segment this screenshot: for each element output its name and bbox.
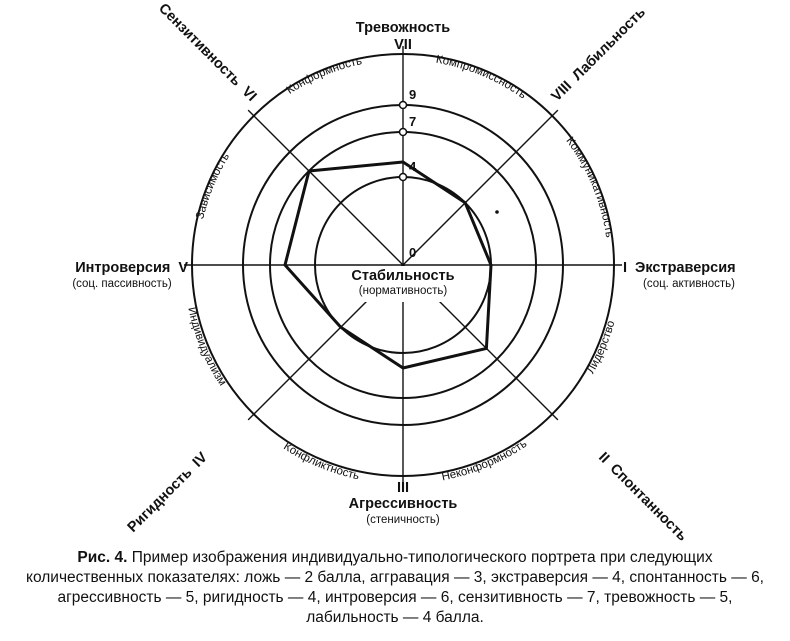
personality-circle-diagram: 0 4 7 9 Стабильность (нормативность) I Экстр… [72,0,736,545]
caption-text: Пример изображения индивидуально-типолог… [26,549,764,626]
axis-vi-roman: VI [238,84,259,105]
center-label-bg [343,266,463,302]
between-label-3: Конфликтность [281,441,360,483]
axis-i-roman: I [623,260,627,276]
axis-v-sub: (соц. пассивность) [72,278,171,290]
axis-label-iv: РигидностьIV [125,449,211,535]
scale-label-7: 7 [409,114,416,129]
scale-dot-7 [398,127,408,137]
profile-polygon [283,160,493,370]
axis-ii-name: Спонтанность [607,461,691,545]
stray-dot [495,210,499,214]
between-label-4: Индивидуализм [185,306,228,388]
axis-label-i: I Экстраверсия [623,260,736,276]
figure-caption: Рис. 4. Пример изображения индивидуально… [20,548,770,628]
axis-i-name: Экстраверсия [635,260,736,276]
caption-label: Рис. 4. [77,549,128,566]
center-title: Стабильность [351,268,454,284]
axis-i-sub: (соц. активность) [643,278,735,290]
scale-label-0: 0 [409,245,416,260]
between-label-5: Зависимость [194,151,232,220]
axis-vi-name: Сензитивность [155,0,244,89]
axis-v-roman: V [178,260,188,276]
between-label-1: Лидерство [585,319,617,375]
scale-marks: 0 4 7 9 [398,87,417,260]
axis-label-v: Интроверсия V [75,260,188,276]
axis-lines [184,46,622,484]
scale-label-4: 4 [409,159,417,174]
between-label-8: Коммуникативность [563,135,615,238]
axis-label-vi: СензитивностьVI [155,0,259,104]
scale-dot-9 [398,100,408,110]
axis-label-ii: IIСпонтанность [595,450,690,545]
axis-ii-roman: II [595,450,612,467]
axis-vii-name: Тревожность [356,20,450,36]
axis-viii-roman: VIII [549,78,576,105]
axis-line-vi [247,109,404,266]
axis-iv-roman: IV [190,449,211,470]
scale-dot-4 [398,172,408,182]
between-label-7: Компромиссность [435,54,528,102]
between-label-6: Конформность [285,55,363,97]
axis-iii-sub: (стеничность) [366,514,440,526]
scale-label-9: 9 [409,87,416,102]
axis-line-viii [402,109,559,266]
axis-v-name: Интроверсия [75,260,170,276]
axis-iii-name: Агрессивность [349,496,458,512]
axis-iv-name: Ригидность [125,465,196,536]
axis-vii-roman: VII [394,37,412,53]
axis-iii-roman: III [397,480,409,496]
axis-viii-name: Лабильность [570,4,649,83]
center-subtitle: (нормативность) [359,285,448,297]
axis-label-viii: VIIIЛабильность [549,4,649,104]
between-label-2: Неконформность [441,438,529,484]
